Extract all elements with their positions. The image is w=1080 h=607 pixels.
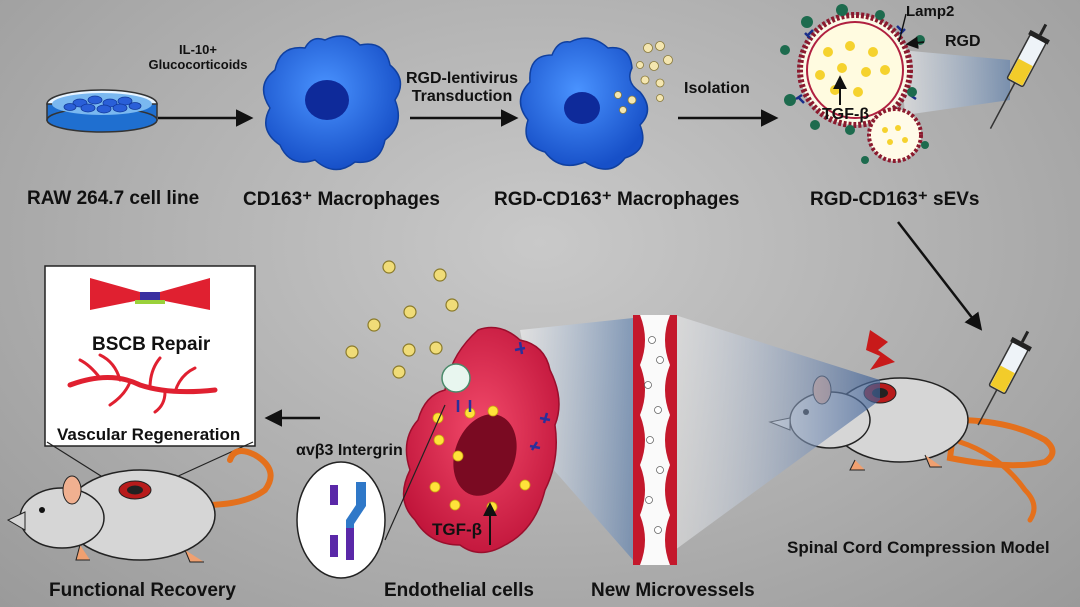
model-label: Spinal Cord Compression Model xyxy=(787,538,1050,557)
syringe-icon-top xyxy=(989,23,1050,129)
vesicle-rgd-label: RGD xyxy=(945,33,981,50)
arrow1-text-line2: Glucocorticoids xyxy=(148,57,248,72)
integrin-label: αvβ3 Intergrin xyxy=(296,442,403,459)
arrow2-text: RGD-lentivirus Transduction xyxy=(392,70,532,106)
petri-dish-icon xyxy=(46,89,158,133)
arrow3-text: Isolation xyxy=(684,80,750,97)
microvessels-label: New Microvessels xyxy=(591,580,755,601)
step2-label: CD163⁺ Macrophages xyxy=(243,189,440,210)
endothelial-label: Endothelial cells xyxy=(384,580,534,601)
syringe-icon-bottom xyxy=(977,330,1032,426)
inset-bscb-label: BSCB Repair xyxy=(92,334,211,355)
macrophage-cell-icon xyxy=(262,35,402,171)
repair-inset-box xyxy=(44,265,256,489)
microvessel-beam xyxy=(675,315,880,550)
sev-vesicle-icon xyxy=(780,4,1010,164)
arrow-to-model xyxy=(897,221,983,331)
arrow2-text-line1: RGD-lentivirus xyxy=(405,70,518,87)
vesicle-lamp2-label: Lamp2 xyxy=(906,3,955,20)
arrow1-text-line1: IL-10+ xyxy=(179,42,217,57)
recovery-label: Functional Recovery xyxy=(49,580,236,601)
arrow1-text: IL-10+ Glucocorticoids xyxy=(138,42,258,72)
rgd-macrophage-cell-icon xyxy=(519,37,673,170)
free-sevs-icon xyxy=(345,260,459,379)
vesicle-tgf-label: TGF-β xyxy=(822,106,870,123)
rat-recovery-icon xyxy=(6,448,274,563)
endothelial-cell-icon xyxy=(402,326,560,554)
step3-label: RGD-CD163⁺ Macrophages xyxy=(494,189,740,210)
integrin-inset-icon xyxy=(296,404,446,579)
step1-label: RAW 264.7 cell line xyxy=(27,188,200,209)
step4-label: RGD-CD163⁺ sEVs xyxy=(810,189,980,210)
arrow2-text-line2: Transduction xyxy=(411,88,513,105)
inset-vascular-label: Vascular Regeneration xyxy=(57,425,241,444)
endothelial-tgf-label: TGF-β xyxy=(432,520,483,539)
microvessel-icon xyxy=(633,315,677,565)
